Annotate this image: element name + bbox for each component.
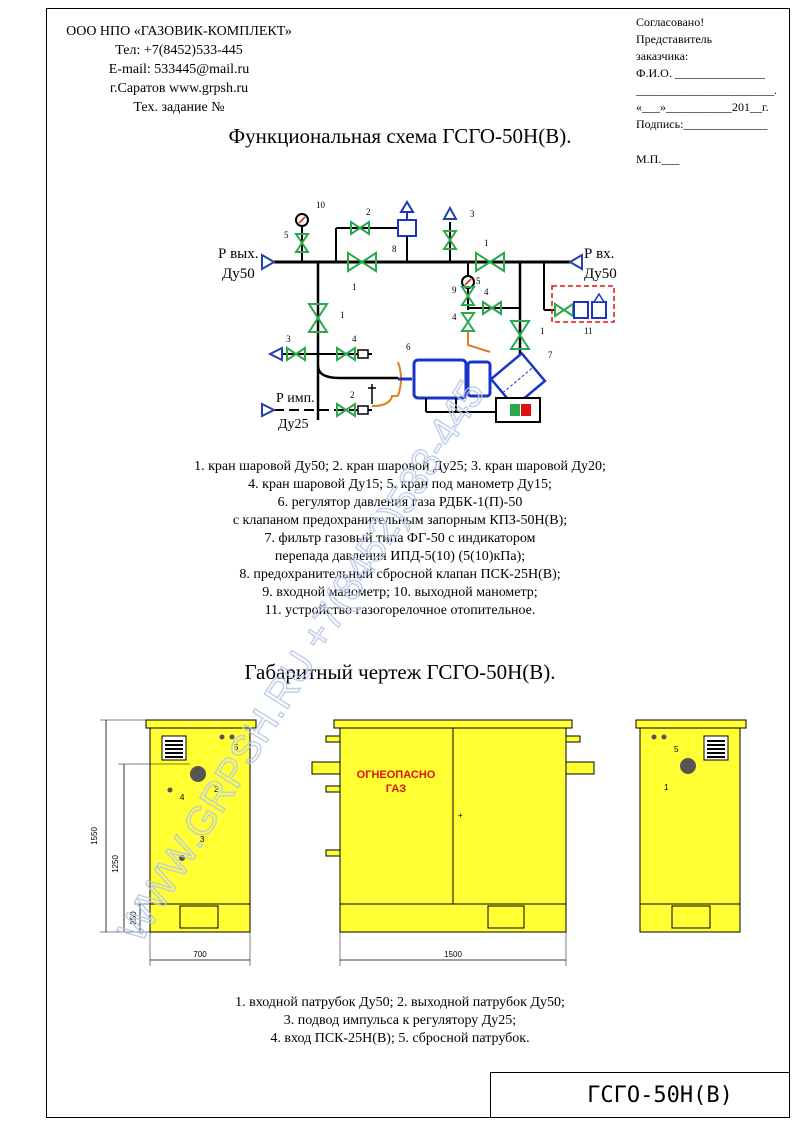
svg-text:3: 3 <box>200 835 205 844</box>
svg-text:Р вых.: Р вых. <box>218 246 259 262</box>
page-frame <box>46 8 790 1118</box>
svg-text:5: 5 <box>284 230 289 240</box>
legend1-line-8: 11. устройство газогорелочное отопительн… <box>264 603 536 618</box>
svg-text:5: 5 <box>476 276 481 286</box>
svg-text:+: + <box>458 811 463 820</box>
inlet-port-1 <box>680 758 696 774</box>
svg-text:700: 700 <box>193 950 207 959</box>
functional-schematic: Р вых. Ду50 Р вх. Ду50 1 1 5 10 2 8 3 9 … <box>218 200 617 432</box>
approval-blank: _______________________. <box>636 83 777 97</box>
burner-device-11 <box>551 285 615 323</box>
svg-text:6: 6 <box>406 342 411 352</box>
approval-signature: Подпись:______________ <box>636 117 768 131</box>
svg-text:3: 3 <box>286 334 291 344</box>
legend1-line-4: 7. фильтр газовый типа ФГ-50 с индикатор… <box>264 531 536 546</box>
svg-text:1: 1 <box>340 310 345 320</box>
svg-text:1: 1 <box>664 783 669 792</box>
schem-out-label: Р вых. Ду50 <box>218 246 259 282</box>
legend1-line-7: 9. входной манометр; 10. выходной маноме… <box>262 585 538 600</box>
approval-block: Согласовано! Представитель заказчика: Ф.… <box>636 14 788 168</box>
svg-text:7: 7 <box>548 350 553 360</box>
approval-fio: Ф.И.О. _______________ <box>636 66 765 80</box>
legend1-line-2: 6. регулятор давления газа РДБК-1(П)-50 <box>277 495 523 510</box>
schem-imp-label: Р имп. Ду25 <box>276 391 315 432</box>
svg-text:1500: 1500 <box>444 950 462 959</box>
svg-text:250: 250 <box>129 911 138 925</box>
inlet-triangle <box>568 253 583 271</box>
approval-agreed: Согласовано! <box>636 15 705 29</box>
svg-text:Р вх.: Р вх. <box>584 246 614 262</box>
svg-text:Р имп.: Р имп. <box>276 391 315 406</box>
cabinet-side-view-right: 5 1 <box>635 719 747 933</box>
schematic-legend: 1. кран шаровой Ду50; 2. кран шаровой Ду… <box>0 458 800 620</box>
svg-text:2: 2 <box>350 390 355 400</box>
warning-text-2: ГАЗ <box>386 783 406 795</box>
company-name: ООО НПО «ГАЗОВИК-КОМПЛЕКТ» <box>66 24 292 39</box>
svg-text:1: 1 <box>352 282 357 292</box>
legend1-line-3: с клапаном предохранительным запорным КП… <box>232 513 568 528</box>
gas-filter-7 <box>489 351 547 409</box>
cabinet-side-view-left: 5 2 4 3 1550 1250 250 700 <box>90 719 257 966</box>
svg-text:1: 1 <box>540 326 545 336</box>
cabinet-front-view: ОГНЕОПАСНО ГАЗ + 1500 <box>311 719 595 966</box>
title-stamp: ГСГО-50Н(В) <box>490 1072 790 1118</box>
gas-regulator-6 <box>412 358 468 400</box>
legend2-line-0: 1. входной патрубок Ду50; 2. выходной па… <box>235 995 565 1010</box>
svg-text:3: 3 <box>470 209 475 219</box>
dimensional-drawing: 5 2 4 3 1550 1250 250 700 ОГНЕОПА <box>90 719 747 966</box>
svg-text:2: 2 <box>366 207 371 217</box>
company-phone: Тел: +7(8452)533-445 <box>115 43 243 58</box>
svg-text:4: 4 <box>180 793 185 802</box>
svg-text:1: 1 <box>484 238 489 248</box>
approval-rep: Представитель <box>636 32 713 46</box>
company-header: ООО НПО «ГАЗОВИК-КОМПЛЕКТ» Тел: +7(8452)… <box>46 22 312 117</box>
svg-text:5: 5 <box>234 743 239 752</box>
schem-in-label: Р вх. Ду50 <box>584 246 617 282</box>
drawing-legend: 1. входной патрубок Ду50; 2. выходной па… <box>0 994 800 1048</box>
pressure-indicator-green <box>510 404 520 416</box>
legend2-line-2: 4. вход ПСК-25Н(В); 5. сбросной патрубок… <box>270 1031 530 1046</box>
legend1-line-1: 4. кран шаровой Ду15; 5. кран под маноме… <box>248 477 552 492</box>
approval-date: «___»___________201__г. <box>636 100 769 114</box>
svg-text:8: 8 <box>392 244 397 254</box>
outlet-triangle <box>261 253 276 271</box>
company-task: Тех. задание № <box>133 100 225 115</box>
legend1-line-0: 1. кран шаровой Ду50; 2. кран шаровой Ду… <box>194 459 606 474</box>
svg-text:5: 5 <box>674 745 679 754</box>
svg-text:9: 9 <box>452 285 457 295</box>
company-city-site: г.Саратов www.grpsh.ru <box>109 81 249 96</box>
schematic-title: Функциональная схема ГСГО-50Н(В). <box>228 124 572 148</box>
warning-text-1: ОГНЕОПАСНО <box>357 769 436 781</box>
legend1-line-5: перепада давления ИПД-5(10) (5(10)кПа); <box>274 549 526 564</box>
svg-text:4: 4 <box>452 312 457 322</box>
svg-text:Ду50: Ду50 <box>584 266 617 282</box>
svg-text:Ду25: Ду25 <box>278 417 309 432</box>
legend2-line-1: 3. подвод импульса к регулятору Ду25; <box>283 1013 517 1028</box>
approval-mp: М.П.___ <box>636 152 680 166</box>
svg-text:1550: 1550 <box>90 827 99 845</box>
svg-text:11: 11 <box>584 326 593 336</box>
outlet-port-2 <box>190 766 206 782</box>
company-email: E-mail: 533445@mail.ru <box>108 62 250 77</box>
pressure-indicator-red <box>521 404 531 416</box>
svg-text:2: 2 <box>214 785 219 794</box>
svg-text:4: 4 <box>484 287 489 297</box>
svg-text:Ду50: Ду50 <box>222 266 255 282</box>
svg-text:4: 4 <box>352 334 357 344</box>
legend1-line-6: 8. предохранительный сбросной клапан ПСК… <box>239 567 561 582</box>
svg-text:1250: 1250 <box>111 855 120 873</box>
svg-text:10: 10 <box>316 200 326 210</box>
drawing-title: Габаритный чертеж ГСГО-50Н(В). <box>244 660 556 684</box>
approval-customer: заказчика: <box>636 49 689 63</box>
